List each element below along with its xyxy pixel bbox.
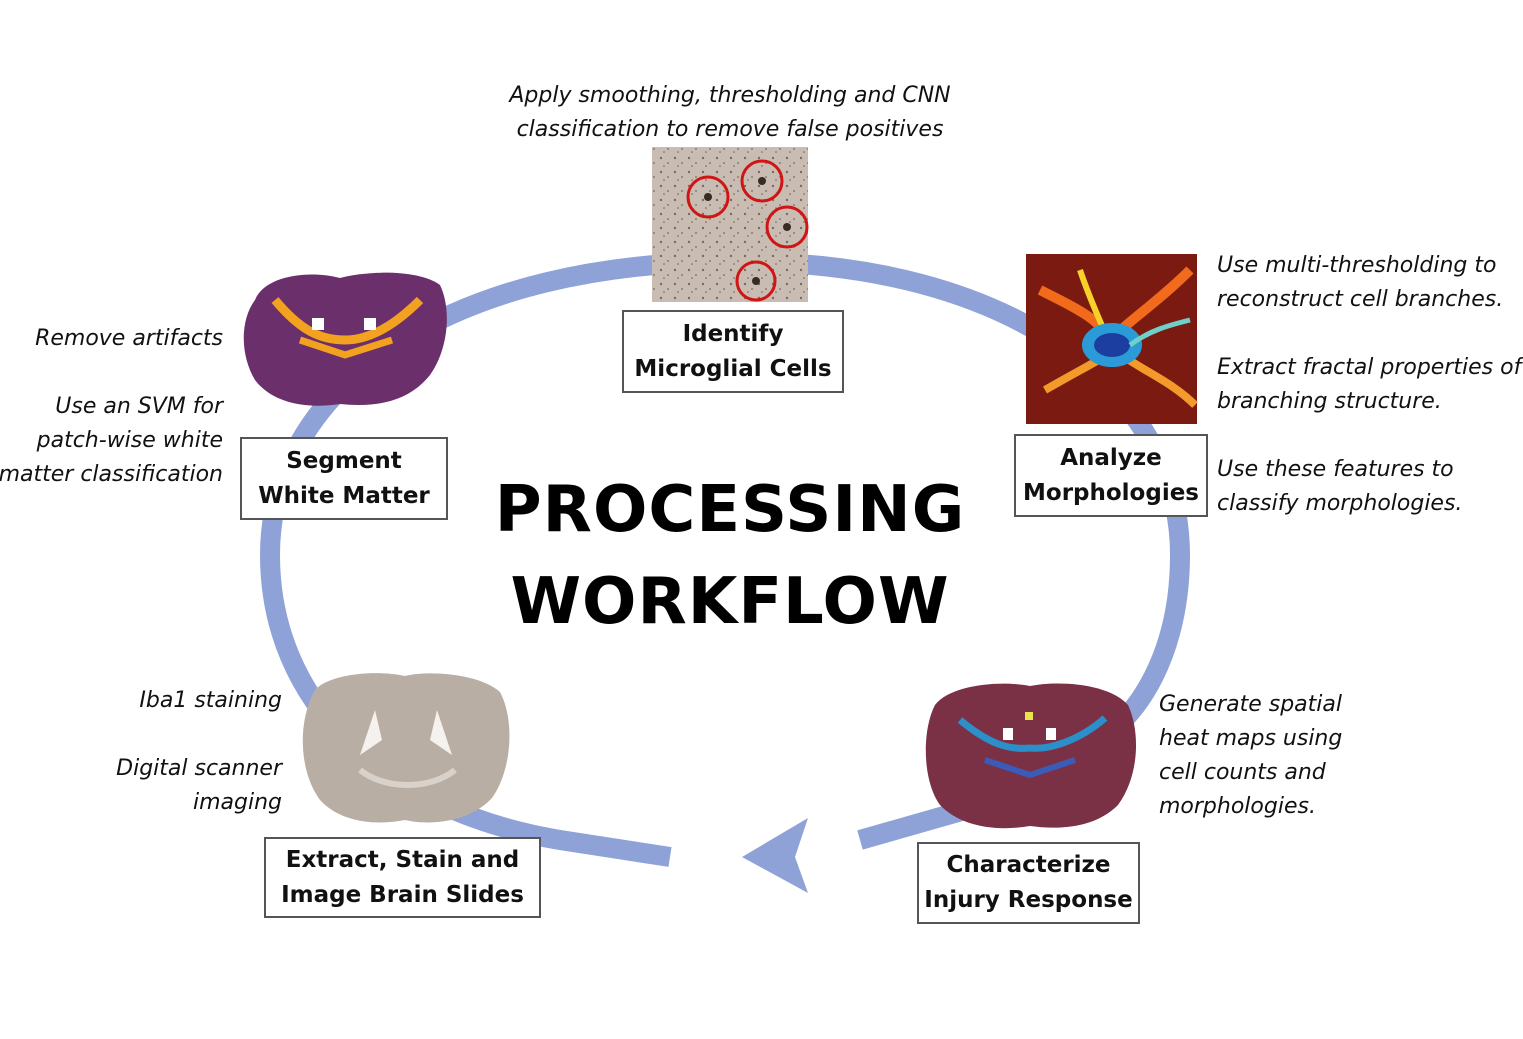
step-segment-line2: White Matter (258, 482, 430, 509)
step-segment: Segment White Matter (240, 437, 448, 520)
note-segment-line2: Use an SVM for (55, 394, 223, 419)
step-identify-line2: Microglial Cells (634, 355, 832, 382)
step-characterize-line2: Injury Response (924, 887, 1133, 913)
note-extract-line2: Digital scanner (116, 756, 282, 781)
heat-map (925, 683, 1137, 829)
note-identify-line2: classification to remove false positives (516, 117, 944, 142)
microglia-image (652, 147, 809, 302)
note-identify: Apply smoothing, thresholding and CNN cl… (480, 79, 980, 147)
note-extract: Iba1 staining Digital scanner imaging (116, 684, 282, 820)
note-analyze-line3: Extract fractal properties of (1217, 355, 1522, 380)
step-analyze-line1: Analyze (1060, 444, 1162, 471)
note-segment-line4: matter classification (0, 462, 223, 487)
step-extract-line2: Image Brain Slides (281, 881, 524, 908)
diagram-title-line1: PROCESSING (494, 473, 966, 547)
note-extract-line1: Iba1 staining (139, 688, 282, 713)
note-segment-line3: patch-wise white (36, 428, 223, 453)
note-analyze-line2: reconstruct cell branches. (1217, 287, 1504, 312)
note-identify-line1: Apply smoothing, thresholding and CNN (509, 83, 951, 108)
note-characterize: Generate spatial heat maps using cell co… (1159, 688, 1342, 824)
note-extract-line3: imaging (192, 790, 282, 815)
morphology-image (1026, 254, 1198, 424)
cycle-arrow-head (742, 818, 808, 893)
note-analyze-line4: branching structure. (1217, 389, 1442, 414)
note-segment: Remove artifacts Use an SVM for patch-wi… (0, 322, 223, 492)
note-characterize-line1: Generate spatial (1159, 692, 1342, 717)
diagram-title-line2: WORKFLOW (510, 565, 950, 639)
note-analyze-line6: classify morphologies. (1217, 491, 1463, 516)
note-characterize-line3: cell counts and (1159, 760, 1326, 785)
note-analyze: Use multi-thresholding to reconstruct ce… (1217, 249, 1521, 521)
step-extract: Extract, Stain and Image Brain Slides (264, 837, 541, 918)
step-characterize: Characterize Injury Response (917, 842, 1140, 924)
step-identify-line1: Identify (682, 320, 784, 347)
note-characterize-line2: heat maps using (1159, 726, 1343, 751)
note-analyze-line5: Use these features to (1217, 457, 1454, 482)
brain-slice-image (302, 673, 510, 823)
step-identify: Identify Microglial Cells (622, 310, 844, 393)
white-matter-map (243, 272, 447, 406)
step-analyze: Analyze Morphologies (1014, 434, 1208, 517)
note-characterize-line4: morphologies. (1159, 794, 1316, 819)
step-extract-line1: Extract, Stain and (285, 846, 520, 873)
step-analyze-line2: Morphologies (1023, 479, 1199, 506)
step-segment-line1: Segment (286, 447, 402, 474)
note-segment-line1: Remove artifacts (35, 326, 223, 351)
note-analyze-line1: Use multi-thresholding to (1217, 253, 1497, 278)
step-characterize-line1: Characterize (946, 852, 1111, 878)
